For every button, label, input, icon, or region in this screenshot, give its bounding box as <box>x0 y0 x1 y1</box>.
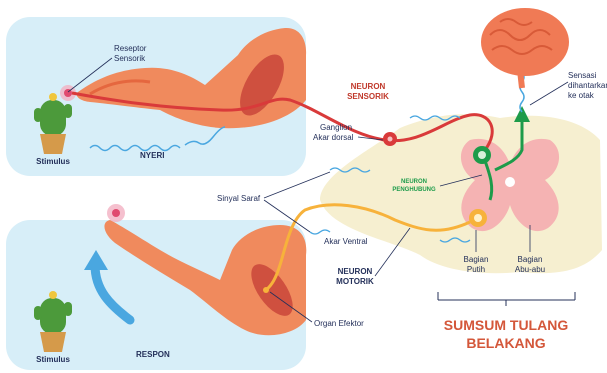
neuron-motor-label-line1: NEURON <box>338 267 373 276</box>
central-canal <box>505 177 515 187</box>
spinal-cord-brace <box>438 292 575 306</box>
nerve-signal-label: Sinyal Saraf <box>217 194 261 203</box>
brain-label-line1: Sensasi <box>568 71 597 80</box>
white-matter-label-line1: Bagian <box>464 255 489 264</box>
effector-terminal-icon <box>263 287 269 293</box>
title-line1: SUMSUM TULANG <box>444 317 569 333</box>
bottom-stimulus-label: Stimulus <box>36 355 70 364</box>
top-stimulus-label: Stimulus <box>36 157 70 166</box>
pain-label: NYERI <box>140 151 164 160</box>
spinal-cord-white-matter <box>320 114 602 273</box>
ventral-root-label: Akar Ventral <box>324 237 368 246</box>
white-matter-label-line2: Putih <box>467 265 485 274</box>
effector-label: Organ Efektor <box>314 319 364 328</box>
brain-icon <box>481 8 569 88</box>
interneuron-label-line2: PENGHUBUNG <box>392 187 436 193</box>
response-label: RESPON <box>136 350 170 359</box>
receptor-label-line2: Sensorik <box>114 54 146 63</box>
brain-label-line3: ke otak <box>568 91 595 100</box>
neuron-sensory-label-line2: SENSORIK <box>347 92 389 101</box>
neuron-motor-label-line2: MOTORIK <box>336 277 374 286</box>
receptor-label-line1: Reseptor <box>114 44 147 53</box>
brain-label-line2: dihantarkan <box>568 81 607 90</box>
ganglion-label-line1: Ganglion <box>320 123 352 132</box>
neuron-sensory-label-line1: NEURON <box>351 82 386 91</box>
gray-matter-label-line2: Abu-abu <box>515 265 545 274</box>
gray-matter-label-line1: Bagian <box>518 255 543 264</box>
ganglion-label-line2: Akar dorsal <box>313 133 354 142</box>
interneuron-label-line1: NEURON <box>401 179 427 185</box>
title-line2: BELAKANG <box>466 335 545 351</box>
